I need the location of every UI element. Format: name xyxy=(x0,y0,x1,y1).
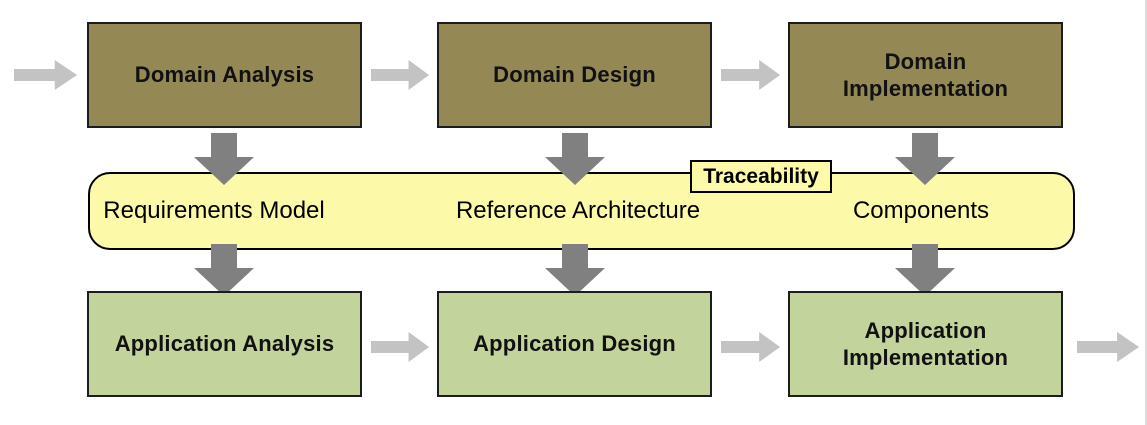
flow-arrow-right-icon xyxy=(721,332,781,362)
box-application-implementation: Application Implementation xyxy=(788,291,1063,397)
flow-arrow-down-icon xyxy=(895,244,955,296)
box-application-analysis: Application Analysis xyxy=(87,291,362,397)
artifact-components: Components xyxy=(852,197,990,224)
box-domain-implementation: Domain Implementation xyxy=(788,22,1063,128)
flow-arrow-right-icon xyxy=(371,60,430,90)
flow-arrow-right-icon xyxy=(721,60,781,90)
flow-arrow-in-icon xyxy=(14,60,78,90)
box-domain-analysis: Domain Analysis xyxy=(87,22,362,128)
flow-arrow-right-icon xyxy=(371,332,430,362)
traceability-tag-label: Traceability xyxy=(703,164,819,188)
box-application-design: Application Design xyxy=(437,291,712,397)
flow-arrow-out-icon xyxy=(1077,332,1140,362)
flow-arrow-down-icon xyxy=(545,244,605,296)
box-domain-design-label: Domain Design xyxy=(493,62,656,88)
artifact-band: Requirements Model Reference Architectur… xyxy=(88,172,1075,250)
flow-arrow-down-icon xyxy=(194,133,254,185)
traceability-tag: Traceability xyxy=(690,160,832,193)
page-edge-line xyxy=(1145,0,1147,425)
box-application-analysis-label: Application Analysis xyxy=(114,331,335,357)
flow-arrow-down-icon xyxy=(545,133,605,185)
flow-arrow-down-icon xyxy=(895,133,955,185)
artifact-requirements-model: Requirements Model xyxy=(103,197,325,224)
box-domain-analysis-label: Domain Analysis xyxy=(134,62,315,88)
box-application-implementation-label: Application Implementation xyxy=(842,317,1009,371)
box-domain-design: Domain Design xyxy=(437,22,712,128)
artifact-reference-architecture: Reference Architecture xyxy=(455,197,701,224)
box-domain-implementation-label: Domain Implementation xyxy=(842,48,1009,102)
flow-arrow-down-icon xyxy=(194,244,254,296)
box-application-design-label: Application Design xyxy=(473,331,676,357)
